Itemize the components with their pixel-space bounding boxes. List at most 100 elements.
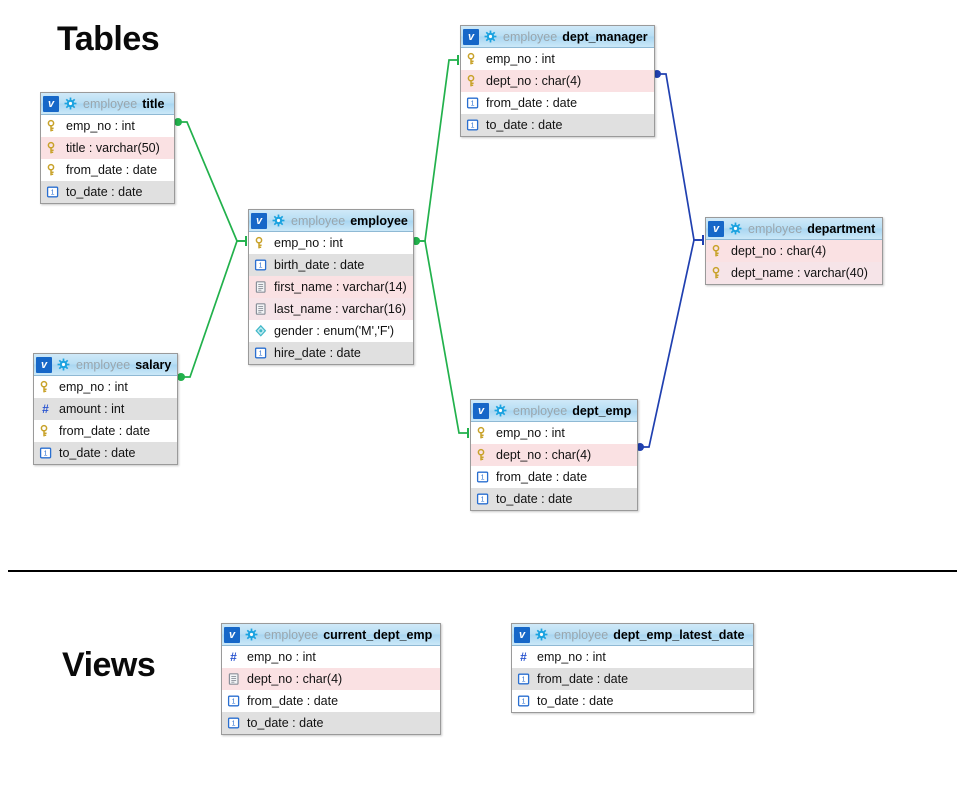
- relationship-endpoint: [177, 373, 185, 381]
- text-icon: [255, 302, 266, 315]
- view-badge-icon: v: [473, 402, 489, 419]
- svg-text:#: #: [520, 650, 527, 664]
- gear-icon: [272, 214, 285, 227]
- svg-text:1: 1: [232, 698, 236, 705]
- column-label: from_date : date: [247, 693, 339, 708]
- svg-text:1: 1: [232, 720, 236, 727]
- column-row[interactable]: 1 to_date : date: [461, 114, 654, 136]
- svg-text:1: 1: [259, 262, 263, 269]
- column-label: to_date : date: [537, 693, 614, 708]
- column-row[interactable]: last_name : varchar(16): [249, 298, 413, 320]
- column-row[interactable]: #emp_no : int: [512, 646, 753, 668]
- column-label: to_date : date: [66, 184, 143, 199]
- column-label: title : varchar(50): [66, 140, 160, 155]
- column-row[interactable]: emp_no : int: [34, 376, 177, 398]
- column-label: to_date : date: [486, 117, 563, 132]
- views-section-heading: Views: [62, 646, 156, 684]
- entity-name-label: title: [142, 96, 165, 111]
- entity-schema-label: employee: [264, 627, 319, 642]
- svg-text:1: 1: [471, 122, 475, 129]
- enum-icon: [255, 324, 267, 337]
- column-row[interactable]: dept_no : char(4): [461, 70, 654, 92]
- num-icon: #: [520, 650, 527, 664]
- svg-text:#: #: [42, 402, 49, 416]
- entity-schema-label: employee: [748, 221, 803, 236]
- column-row[interactable]: 1 from_date : date: [512, 668, 753, 690]
- column-row[interactable]: emp_no : int: [249, 232, 413, 254]
- column-label: dept_name : varchar(40): [731, 265, 868, 280]
- column-label: to_date : date: [59, 445, 136, 460]
- column-label: birth_date : date: [274, 257, 365, 272]
- entity-name-label: salary: [135, 357, 172, 372]
- entity-header-dept_manager[interactable]: v employee dept_manager: [461, 26, 654, 48]
- entity-dept_manager[interactable]: v employee dept_manager emp_no : int dept_no…: [460, 25, 655, 137]
- column-row[interactable]: emp_no : int: [461, 48, 654, 70]
- svg-text:1: 1: [51, 189, 55, 196]
- column-row[interactable]: dept_no : char(4): [706, 240, 882, 262]
- column-row[interactable]: 1 from_date : date: [222, 690, 440, 712]
- entity-name-label: dept_manager: [562, 29, 648, 44]
- column-row[interactable]: 1 birth_date : date: [249, 254, 413, 276]
- num-icon: #: [42, 402, 49, 416]
- gear-icon: [64, 97, 77, 110]
- column-row[interactable]: dept_name : varchar(40): [706, 262, 882, 284]
- column-row[interactable]: 1 to_date : date: [41, 181, 174, 203]
- column-row[interactable]: dept_no : char(4): [471, 444, 637, 466]
- column-row[interactable]: emp_no : int: [41, 115, 174, 137]
- gear-icon: [535, 628, 548, 641]
- view-badge-icon: v: [251, 212, 267, 229]
- relationship-employee-dept_emp: [412, 237, 469, 438]
- key-icon: [467, 74, 475, 86]
- date-icon: 1: [517, 673, 530, 684]
- entity-name-label: dept_emp_latest_date: [613, 627, 745, 642]
- svg-text:#: #: [230, 650, 237, 664]
- relationship-line: [178, 121, 246, 242]
- entity-schema-label: employee: [503, 29, 558, 44]
- section-divider: [8, 570, 957, 572]
- column-label: gender : enum('M','F'): [274, 323, 395, 338]
- date-icon: 1: [227, 717, 240, 728]
- svg-text:1: 1: [522, 676, 526, 683]
- view-badge-icon: v: [463, 28, 479, 45]
- column-row[interactable]: title : varchar(50): [41, 137, 174, 159]
- key-icon: [255, 236, 263, 248]
- column-row[interactable]: dept_no : char(4): [222, 668, 440, 690]
- relationship-title-employee: [174, 118, 247, 246]
- column-row[interactable]: emp_no : int: [471, 422, 637, 444]
- date-icon: 1: [466, 97, 479, 108]
- column-row[interactable]: #emp_no : int: [222, 646, 440, 668]
- column-label: dept_no : char(4): [486, 73, 582, 88]
- column-row[interactable]: 1 to_date : date: [222, 712, 440, 734]
- column-row[interactable]: first_name : varchar(14): [249, 276, 413, 298]
- date-icon: 1: [46, 186, 59, 197]
- column-label: to_date : date: [247, 715, 324, 730]
- column-row[interactable]: gender : enum('M','F'): [249, 320, 413, 342]
- column-row[interactable]: from_date : date: [34, 420, 177, 442]
- column-label: first_name : varchar(14): [274, 279, 407, 294]
- column-row[interactable]: #amount : int: [34, 398, 177, 420]
- column-label: from_date : date: [537, 671, 629, 686]
- column-row[interactable]: from_date : date: [41, 159, 174, 181]
- column-label: emp_no : int: [496, 425, 565, 440]
